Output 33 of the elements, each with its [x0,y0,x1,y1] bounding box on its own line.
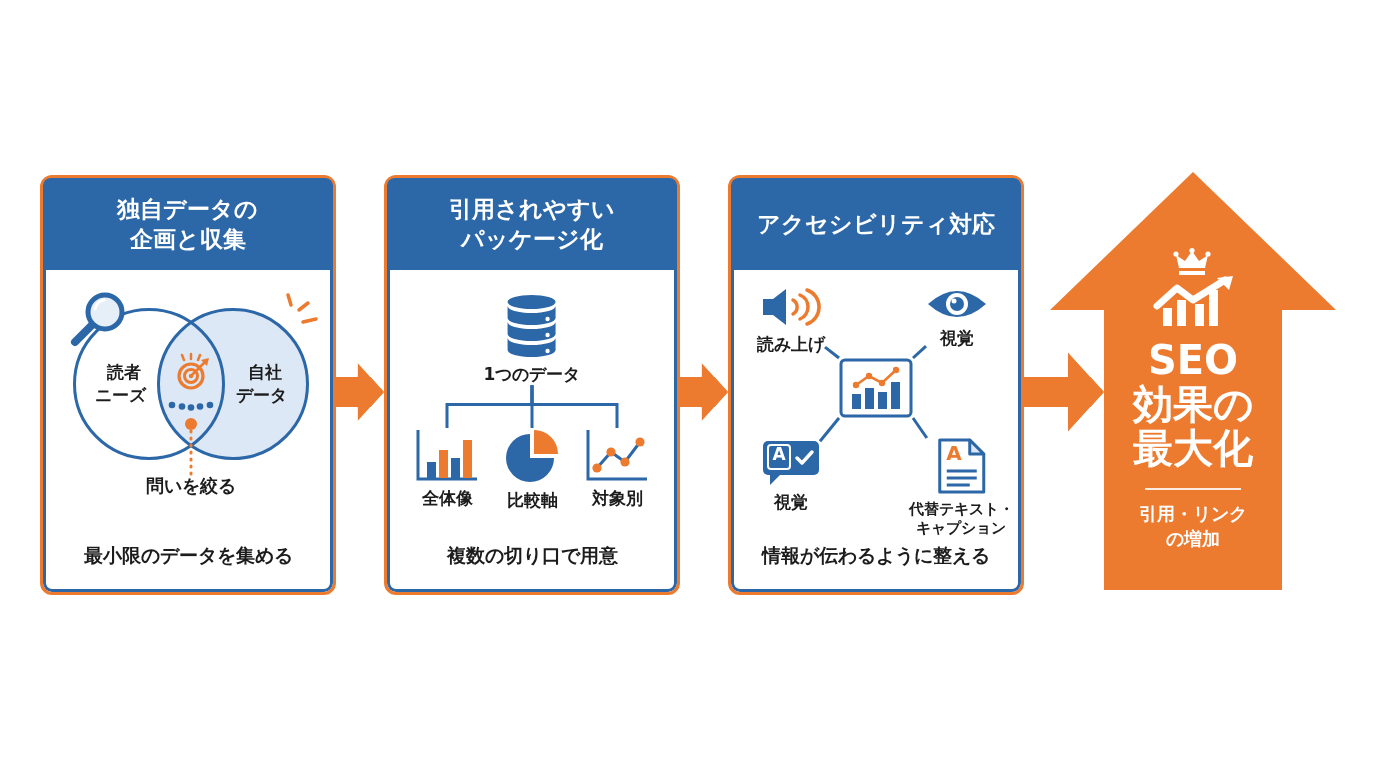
arrow-title: SEO効果の最大化 [1131,338,1255,470]
item-label: 全体像 [421,488,473,510]
connector-line [530,385,619,428]
chart-picture [839,358,913,418]
step-panel [40,175,336,595]
connector-line [818,417,841,443]
item-label: 視覚 [940,328,974,350]
step-panel [728,175,1024,595]
item-label: 視覚 [774,492,808,514]
icon-letter: A [945,443,963,463]
panel-caption: 複数の切り口で用意 [446,543,618,567]
circle-label: 読者ニーズ [94,361,147,407]
block-arrow [336,362,384,422]
block-arrow [1024,352,1104,432]
item-label: 比較軸 [506,490,558,512]
item-label: 読み上げ [757,334,825,356]
item-label: 1つのデータ [483,364,581,386]
connector-line [824,345,840,360]
item-label: 対象別 [591,488,643,510]
panel-title: アクセシビリティ対応 [757,209,995,239]
item-label: 代替テキスト・キャプション [907,500,1015,538]
block-arrow [680,362,728,422]
panel-title: 引用されやすいパッケージ化 [448,194,616,254]
panel-caption: 最小限のデータを集める [83,543,293,567]
panel-caption: 情報が伝わるように整える [762,543,990,567]
callout-text: 問いを絞る [146,474,236,498]
arrow-subtitle: 引用・リンクの増加 [1138,502,1248,551]
connector-line [911,417,929,439]
step-panel [384,175,680,595]
icon-letter: A [771,446,787,463]
circle-label: 自社データ [235,361,288,407]
panel-title: 独自データの企画と収集 [115,194,260,254]
connector-line [912,345,927,360]
